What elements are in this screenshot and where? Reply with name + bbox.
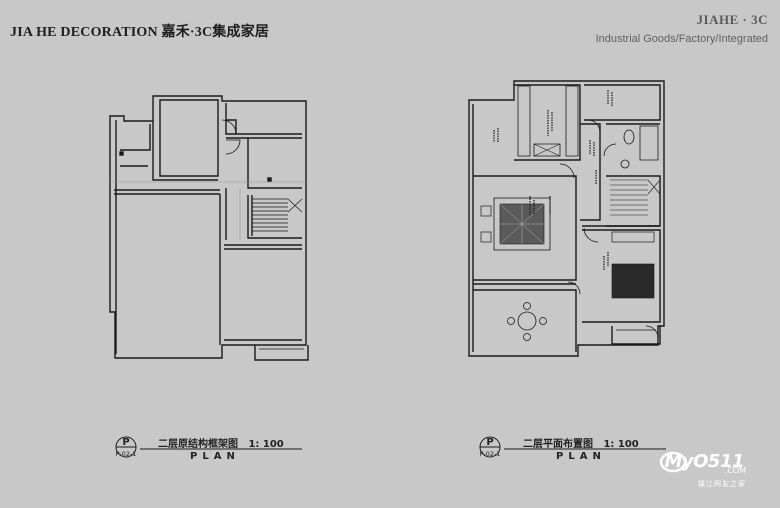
watermark-logo-text: MyO511 [664,451,744,472]
right-plan-title-text: 二层平面布置图 [523,439,593,450]
layout-plan [468,80,665,357]
left-plan-badge: P [122,437,130,448]
right-plan-code: P-02-1 [479,450,501,458]
left-plan-title-text: 二层原结构框架图 [158,439,238,450]
tagline: Industrial Goods/Factory/Integrated [595,33,768,45]
left-plan-caption: PLAN [190,451,240,462]
watermark-domain: .COM [724,466,746,475]
right-plan-scale: 1: 100 [603,439,639,450]
watermark-subtitle: 镇江网友之家 [698,480,746,488]
watermark-logo-mark [659,451,687,473]
brand-short: JIAHE · 3C [696,12,768,27]
left-plan-title: 二层原结构框架图 1: 100 [158,435,284,450]
right-plan-badge: P [486,437,494,448]
structural-plan [109,95,309,361]
right-plan-caption: PLAN [556,451,606,462]
right-plan-title: 二层平面布置图 1: 100 [523,435,639,450]
left-plan-scale: 1: 100 [248,439,284,450]
left-plan-code: P-02-1 [115,450,137,458]
brand-title: JIA HE DECORATION 嘉禾·3C集成家居 [10,25,270,40]
